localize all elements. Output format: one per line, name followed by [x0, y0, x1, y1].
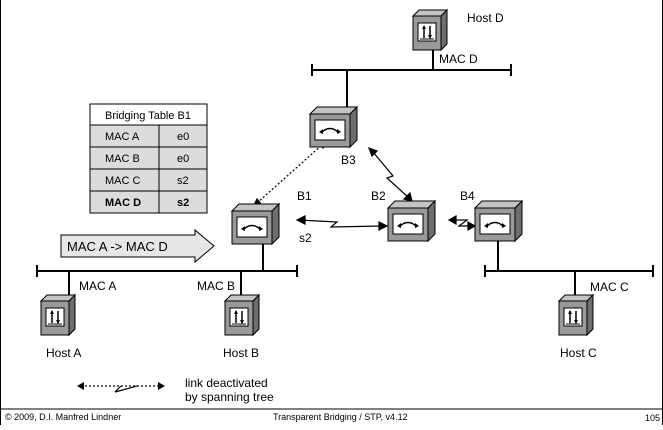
table-row-1-mac: MAC A [105, 131, 140, 143]
table-title: Bridging Table B1 [105, 110, 191, 122]
host-b [224, 294, 260, 336]
legend-line-1: link deactivated [185, 376, 268, 390]
frame-arrow: MAC A -> MAC D [60, 228, 215, 264]
lan-segment-ab [36, 244, 298, 296]
bridge-b1 [231, 203, 280, 245]
footer: © 2009, D.I. Manfred Lindner Transparent… [1, 408, 663, 423]
link-b2-b4 [447, 214, 477, 232]
host-a [40, 294, 76, 336]
host-c-label: Host C [560, 346, 597, 360]
host-a-label: Host A [46, 346, 81, 360]
host-c [558, 294, 594, 336]
footer-title: Transparent Bridging / STP, v4.12 [273, 412, 408, 422]
bridge-b3-label: B3 [341, 153, 356, 167]
table-row-3-port: s2 [177, 175, 189, 187]
table-row-2-mac: MAC B [105, 153, 140, 165]
lan-segment-d [311, 50, 512, 108]
table-row-4-port: s2 [177, 197, 189, 209]
link-b3-b2 [367, 146, 413, 202]
bridge-b4 [474, 200, 523, 242]
bridge-b2 [387, 200, 436, 242]
mac-a-label: MAC A [79, 279, 116, 293]
legend-line-2: by spanning tree [185, 390, 274, 404]
page-number: 105 [645, 413, 660, 423]
bridge-b4-label: B4 [460, 189, 475, 203]
bridging-table: Bridging Table B1 MAC A e0 MAC B e0 MAC … [89, 103, 208, 214]
table-row-4-mac: MAC D [105, 197, 141, 209]
mac-c-label: MAC C [590, 280, 629, 294]
host-b-label: Host B [223, 346, 259, 360]
table-row-1-port: e0 [177, 131, 189, 143]
link-b1-b2 [295, 215, 389, 231]
mac-d-label: MAC D [439, 52, 478, 66]
bridge-b3 [309, 106, 358, 148]
lan-segment-c [484, 240, 654, 296]
table-row-2-port: e0 [177, 153, 189, 165]
host-d-label: Host D [467, 11, 504, 25]
link-b1-b3-deactivated [251, 138, 329, 209]
host-d [412, 9, 448, 51]
bridge-b2-label: B2 [371, 189, 386, 203]
bridge-b1-label: B1 [297, 189, 312, 203]
footer-copyright: © 2009, D.I. Manfred Lindner [5, 412, 121, 422]
port-s2-label: s2 [299, 231, 312, 245]
frame-arrow-label: MAC A -> MAC D [67, 239, 168, 254]
legend-deactivated-link: link deactivated by spanning tree [77, 376, 274, 404]
table-row-3-mac: MAC C [105, 175, 141, 187]
mac-b-label: MAC B [197, 279, 235, 293]
